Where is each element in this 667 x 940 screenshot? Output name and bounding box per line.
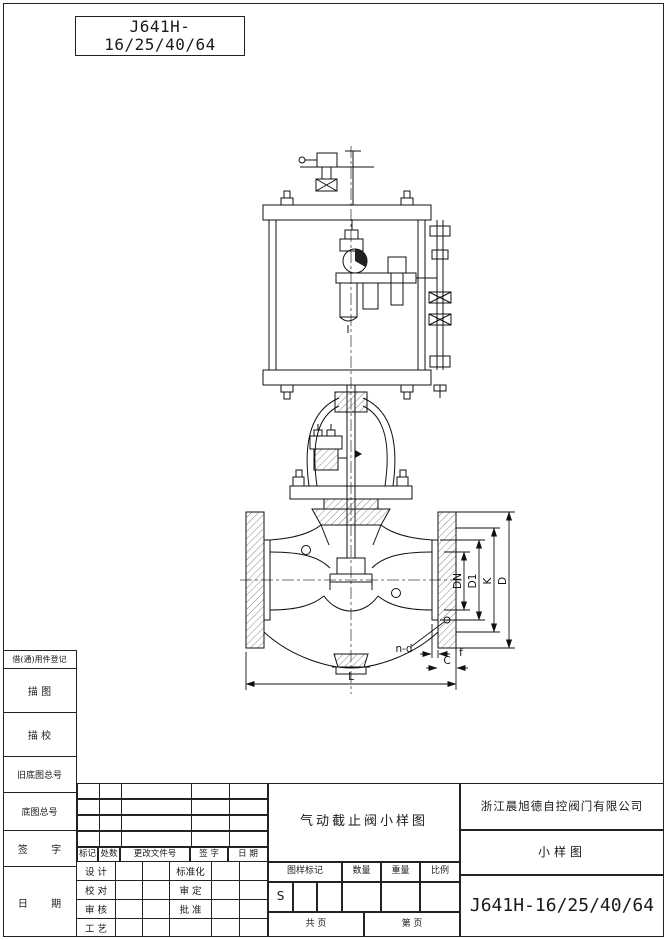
approve1-date-cell — [240, 881, 268, 899]
dim-k-label: K — [482, 576, 494, 584]
stage-cell-3 — [317, 882, 342, 912]
standardize-label: 标准化 — [170, 862, 212, 880]
rev-header-docno: 更改文件号 — [120, 847, 190, 862]
revision-row — [77, 831, 268, 847]
signature-row-review: 审 核 批 准 — [77, 900, 268, 919]
signature-row-design: 设 计 标准化 — [77, 862, 268, 881]
drawing-name: 气动截止阀小样图 — [268, 783, 460, 862]
company-name: 浙江晨旭德自控阀门有限公司 — [460, 783, 664, 830]
revision-row — [77, 815, 268, 831]
approve2-date-cell — [240, 900, 268, 918]
centerlines — [240, 146, 464, 694]
scale-cell — [420, 882, 460, 912]
weight-header: 重量 — [381, 862, 420, 882]
actuator-group — [262, 150, 432, 400]
dim-nd-label: n-d — [395, 643, 412, 655]
rev-header-date: 日 期 — [228, 847, 268, 862]
dim-d-label: D — [497, 577, 509, 585]
standardize-sign-cell — [212, 862, 240, 880]
approve2-label: 批 准 — [170, 900, 212, 918]
approve1-sign-cell — [212, 881, 240, 899]
empty-sign-cell — [212, 919, 240, 937]
yoke-stem-group — [289, 385, 413, 558]
design-sign-cell — [116, 862, 143, 880]
process-sign-cell — [116, 919, 143, 937]
review-sign-cell — [116, 900, 143, 918]
dim-c-label: C — [443, 655, 450, 667]
revision-row — [77, 799, 268, 815]
sign-label: 签 字 — [3, 831, 76, 867]
valve-body-group — [245, 511, 457, 675]
model-title-box: J641H-16/25/40/64 — [75, 16, 245, 56]
signature-row-check: 校 对 审 定 — [77, 881, 268, 900]
dimension-labels: DN D1 K D n-d f C L — [348, 573, 509, 683]
stage-cell-2 — [293, 882, 317, 912]
weight-cell — [381, 882, 420, 912]
rev-header-mark: 标记 — [77, 847, 98, 862]
air-filter-regulator-group — [335, 220, 437, 333]
empty-role-cell — [170, 919, 212, 937]
old-base-no-label: 旧底图总号 — [3, 757, 76, 793]
design-label: 设 计 — [77, 862, 116, 880]
rev-header-count: 处数 — [98, 847, 120, 862]
left-panel: 借(通)用件登记 描 图 描 校 旧底图总号 底图总号 签 字 日 期 — [3, 650, 77, 937]
review-date-cell — [143, 900, 170, 918]
check-date-cell — [143, 881, 170, 899]
dim-dn-label: DN — [452, 573, 464, 589]
date-label: 日 期 — [17, 898, 72, 910]
scale-header: 比例 — [420, 862, 460, 882]
trace-draw-label: 描 图 — [3, 669, 76, 713]
doc-type: 小样图 — [460, 830, 664, 875]
stage-header: 图样标记 — [268, 862, 342, 882]
total-pages-cell: 共 页 — [268, 912, 364, 937]
standardize-date-cell — [240, 862, 268, 880]
check-label: 校 对 — [77, 881, 116, 899]
dim-l-label: L — [348, 671, 354, 683]
approve2-sign-cell — [212, 900, 240, 918]
design-date-cell — [143, 862, 170, 880]
model-number: J641H-16/25/40/64 — [460, 875, 664, 937]
review-label: 审 核 — [77, 900, 116, 918]
air-pipe-group — [428, 220, 452, 398]
signature-row-process: 工 艺 — [77, 919, 268, 937]
dimension-lines — [245, 511, 515, 690]
empty-date-cell — [240, 919, 268, 937]
qty-header: 数量 — [342, 862, 381, 882]
stage-value: S — [268, 882, 293, 912]
process-label: 工 艺 — [77, 919, 116, 937]
check-sign-cell — [116, 881, 143, 899]
revision-row — [77, 783, 268, 799]
approve1-label: 审 定 — [170, 881, 212, 899]
dim-f-label: f — [459, 647, 463, 659]
dim-d1-label: D1 — [467, 574, 479, 589]
borrow-record-label: 借(通)用件登记 — [3, 651, 76, 669]
rev-header-sign: 签 字 — [190, 847, 228, 862]
trace-check-label: 描 校 — [3, 713, 76, 757]
page-no-cell: 第 页 — [364, 912, 460, 937]
process-date-cell — [143, 919, 170, 937]
base-no-label: 底图总号 — [3, 793, 76, 831]
qty-cell — [342, 882, 381, 912]
